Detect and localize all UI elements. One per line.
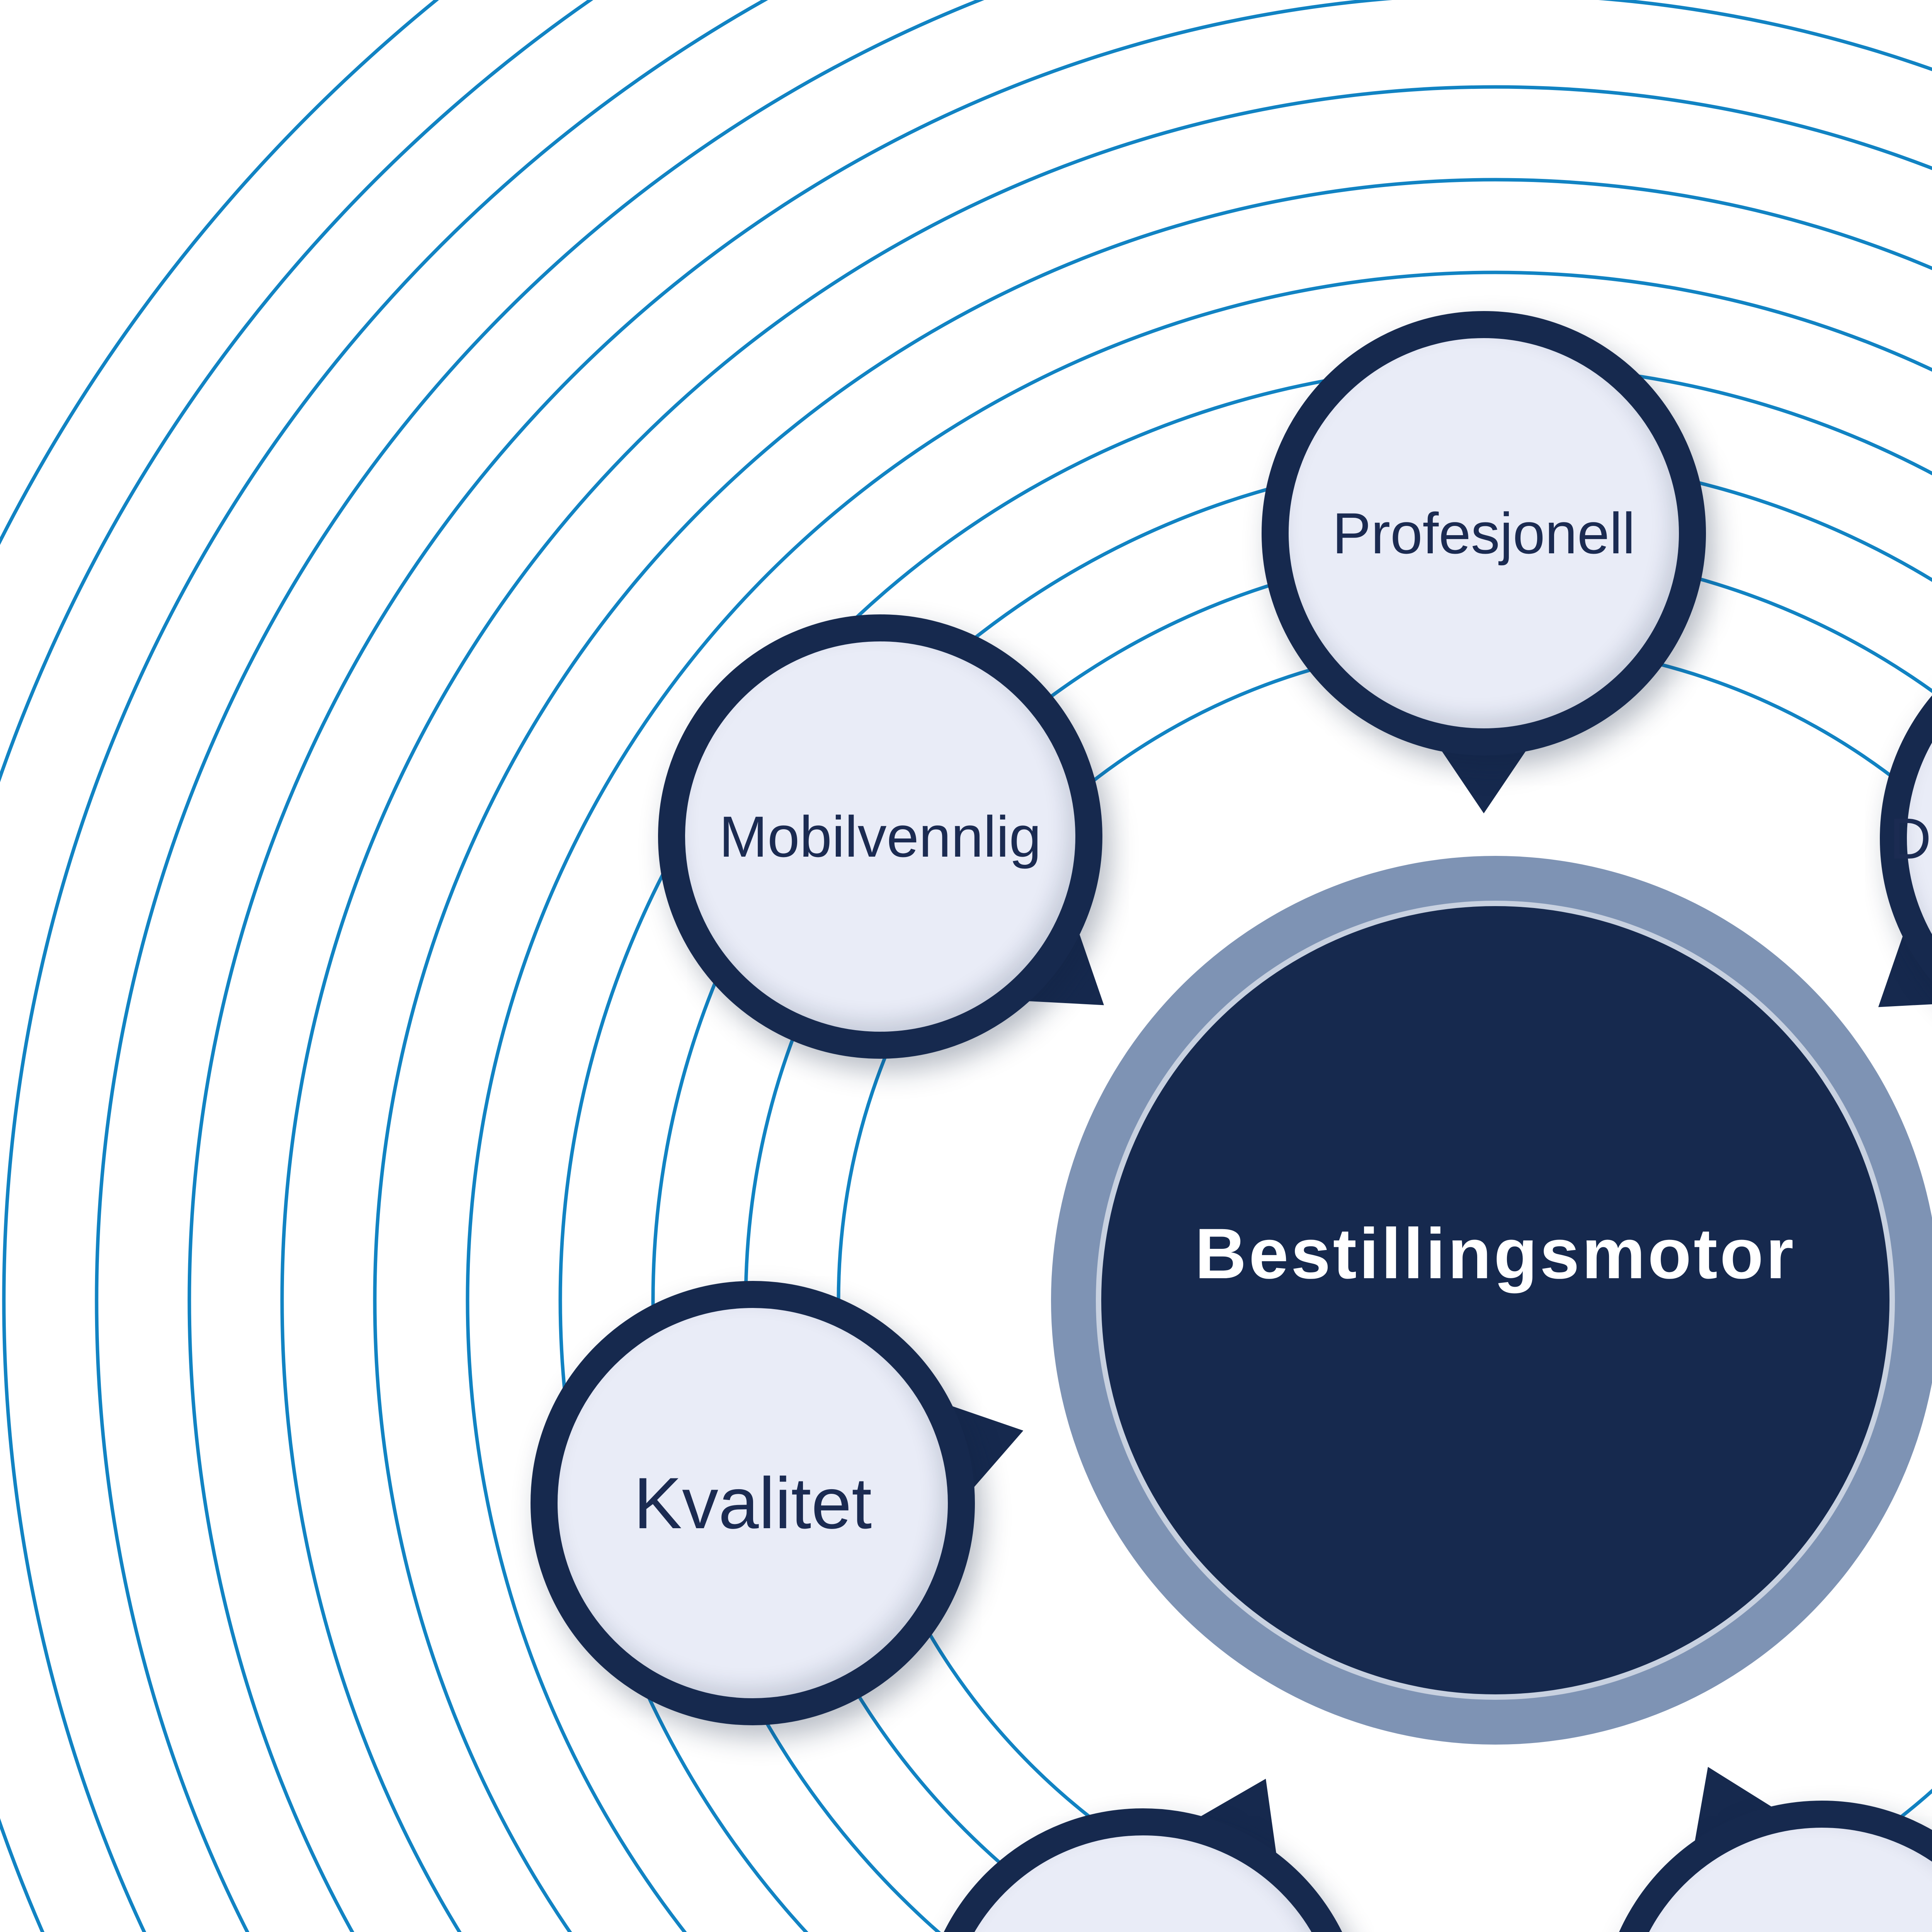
bubble-label: Mobilvennlig [719, 804, 1041, 869]
bubble-selvbetjening: Selvbetjening [1600, 1801, 1932, 1932]
bubble-profesjonell: Profesjonell [1262, 311, 1706, 755]
bubble-mobilvennlig: Mobilvennlig [658, 614, 1102, 1059]
bubble-label: Selvbetjening [1600, 1801, 1932, 1932]
center-label: Bestillingsmotor [1195, 1214, 1796, 1294]
bubble-label: Kvalitet [633, 1462, 872, 1544]
bubble-kvalitet: Kvalitet [531, 1281, 975, 1725]
center-circle: Bestillingsmotor [1101, 906, 1889, 1694]
bubble-ssl-sertifikat: SSL-sertifikat [921, 1808, 1365, 1932]
bubble-label: Direkte bestilling [1889, 806, 1932, 871]
bubble-direkte-bestilling: Direkte bestilling [1880, 616, 1932, 1061]
bubble-label: Profesjonell [1332, 500, 1635, 566]
bubble-label: SSL-sertifikat [921, 1808, 1365, 1932]
